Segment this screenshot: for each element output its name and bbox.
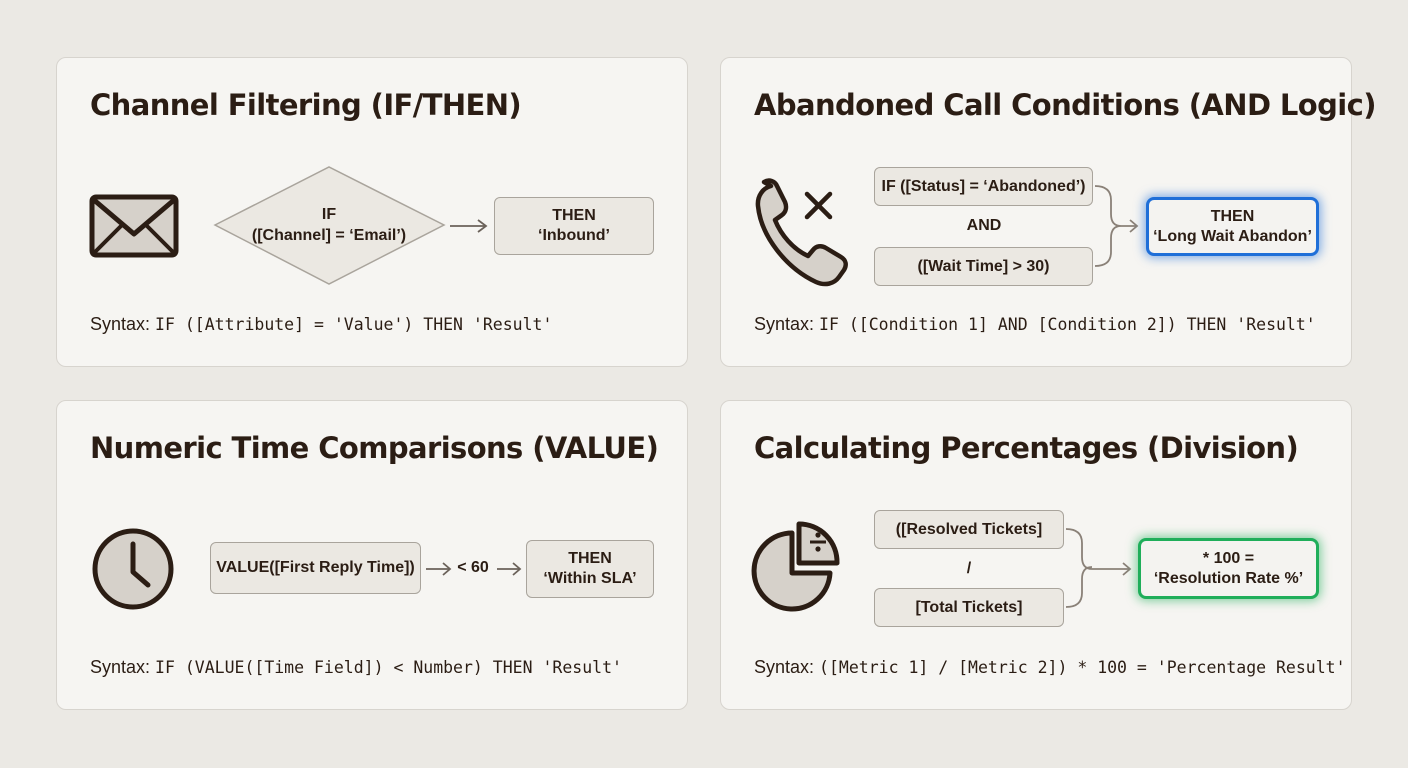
syntax-label: Syntax:: [754, 314, 815, 334]
denominator-box: [Total Tickets]: [874, 588, 1064, 627]
panel-calculating-percentages: Calculating Percentages (Division) ([Res…: [720, 400, 1352, 710]
result-box-highlighted: * 100 = ‘Resolution Rate %’: [1138, 538, 1319, 599]
syntax-label: Syntax:: [90, 657, 151, 677]
condition-2-box: ([Wait Time] > 30): [874, 247, 1093, 286]
merge-bracket: [1094, 185, 1139, 267]
pie-chart-divide-icon: [751, 521, 840, 612]
syntax-line: Syntax: IF (VALUE([Time Field]) < Number…: [90, 657, 622, 678]
result-box: THEN ‘Inbound’: [494, 197, 654, 255]
syntax-line: Syntax: IF ([Attribute] = 'Value') THEN …: [90, 314, 552, 335]
syntax-code: IF (VALUE([Time Field]) < Number) THEN '…: [155, 658, 622, 677]
syntax-code: IF ([Condition 1] AND [Condition 2]) THE…: [819, 315, 1316, 334]
division-operator: /: [966, 560, 972, 577]
result-box: THEN ‘Within SLA’: [526, 540, 654, 598]
merge-bracket: [1065, 528, 1132, 608]
clock-icon: [92, 528, 174, 610]
condition-text: IF ([Channel] = ‘Email’): [251, 206, 407, 244]
panel-title: Calculating Percentages (Division): [754, 431, 1299, 465]
syntax-line: Syntax: ([Metric 1] / [Metric 2]) * 100 …: [754, 657, 1346, 678]
panel-title: Abandoned Call Conditions (AND Logic): [754, 88, 1376, 122]
decision-diamond: [213, 166, 446, 285]
phone-missed-icon: [755, 178, 848, 287]
numerator-box: ([Resolved Tickets]: [874, 510, 1064, 549]
panel-numeric-time: Numeric Time Comparisons (VALUE) VALUE([…: [56, 400, 688, 710]
envelope-icon: [89, 194, 179, 258]
result-box-highlighted: THEN ‘Long Wait Abandon’: [1146, 197, 1319, 256]
panel-title: Numeric Time Comparisons (VALUE): [90, 431, 659, 465]
arrow-right-icon: [426, 562, 452, 576]
condition-1-box: IF ([Status] = ‘Abandoned’): [874, 167, 1093, 206]
syntax-label: Syntax:: [90, 314, 151, 334]
syntax-code: IF ([Attribute] = 'Value') THEN 'Result': [155, 315, 553, 334]
comparison-operator: < 60: [457, 559, 489, 576]
panel-abandoned-call: Abandoned Call Conditions (AND Logic) IF…: [720, 57, 1376, 367]
panel-title: Channel Filtering (IF/THEN): [90, 88, 522, 122]
syntax-line: Syntax: IF ([Condition 1] AND [Condition…: [754, 314, 1316, 335]
and-operator: AND: [966, 217, 1002, 234]
arrow-right-icon: [497, 562, 522, 576]
syntax-label: Syntax:: [754, 657, 815, 677]
arrow-right-icon: [450, 219, 488, 233]
panel-channel-filtering: Channel Filtering (IF/THEN) IF ([Channel…: [56, 57, 688, 367]
syntax-code: ([Metric 1] / [Metric 2]) * 100 = 'Perce…: [819, 658, 1346, 677]
function-box: VALUE([First Reply Time]): [210, 542, 421, 594]
